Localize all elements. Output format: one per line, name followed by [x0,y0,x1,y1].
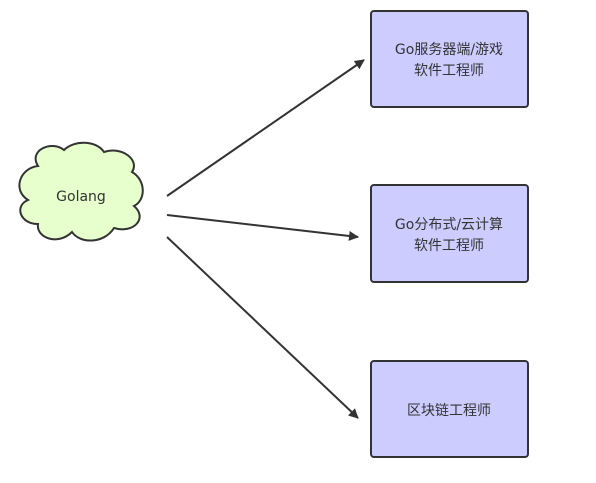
cloud-shape [18,141,144,242]
box-distributed-cloud [370,184,529,283]
target-distributed-cloud: Go分布式/云计算 软件工程师 [370,184,529,283]
arrow-to-blockchain [166,236,359,419]
box-server-game [370,10,529,108]
distributed-cloud-line2: 软件工程师 [414,238,484,254]
distributed-cloud-line1: Go分布式/云计算 [395,217,503,233]
arrows [166,59,365,419]
arrow-to-distributed-cloud [166,214,359,241]
server-game-line1: Go服务器端/游戏 [395,42,503,58]
server-game-line2: 软件工程师 [414,63,484,79]
golang-cloud-node: Golang [18,141,144,242]
golang-label: Golang [56,189,106,205]
target-blockchain: 区块链工程师 [370,360,529,458]
arrow-to-server-game [166,59,365,197]
target-server-game: Go服务器端/游戏 软件工程师 [370,10,529,108]
blockchain-label: 区块链工程师 [407,403,491,419]
box-blockchain [370,360,529,458]
